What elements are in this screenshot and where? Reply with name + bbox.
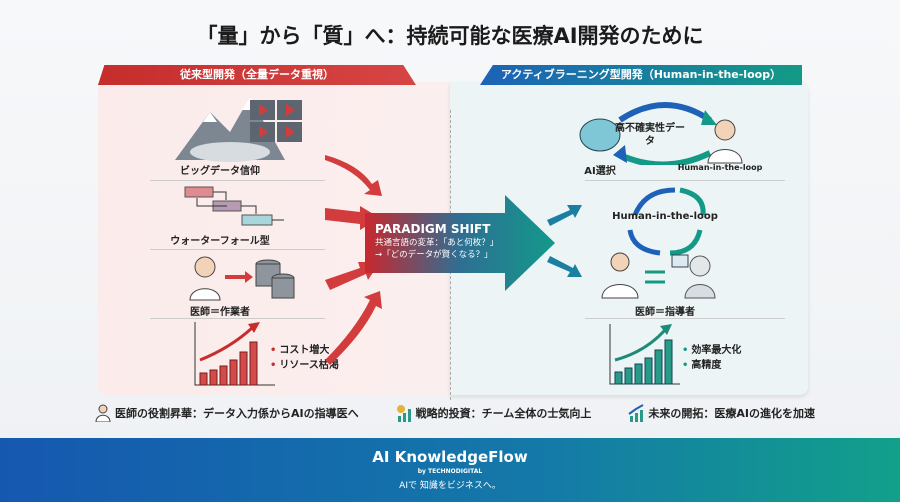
separator (150, 249, 325, 250)
shift-title: PARADIGM SHIFT (375, 222, 491, 236)
bullet-resource: リソース枯渇 (279, 360, 339, 371)
hitl-cycle-arrows (627, 187, 706, 256)
separator (585, 180, 785, 181)
brand-tagline: AIで 知識をビジネスへ。 (399, 481, 501, 491)
left-bullets: •コスト増大 •リソース枯渇 (270, 345, 339, 371)
hitl-label-1: Human-in-the-loop (677, 163, 763, 172)
separator (150, 318, 325, 319)
doctor-ai-robot-icon (601, 252, 716, 299)
ai-selection-label: AI選択 (584, 166, 616, 177)
hitl-label-2: Human-in-the-loop (612, 211, 718, 222)
paradigm-shift-arrow (365, 195, 555, 291)
right-bullets: •効率最大化 •高精度 (682, 345, 742, 371)
active-learning-cycle-icon (579, 102, 743, 165)
paradigm-shift-text: PARADIGM SHIFT 共通言語の変革：「あと何枚？」 →「どのデータが賢… (365, 222, 499, 260)
separator (150, 180, 325, 181)
cost-chart-icon (194, 322, 275, 386)
doctor-mentor-label: 医師＝指導者 (635, 307, 695, 318)
label-doctor-worker: 医師＝作業者 (190, 307, 250, 318)
tired-doctor-database-icon (189, 256, 295, 301)
key-benefits: 医師の役割昇華：データ入力係からAIの指導医へ 戦略的投資：チーム全体の士気向上… (95, 404, 815, 422)
shift-line2: →「どのデータが賢くなる？」 (375, 250, 493, 260)
bullet-accuracy: 高精度 (691, 360, 722, 371)
footer-banner: AI KnowledgeFlow by TECHNODIGITAL AIで 知識… (0, 438, 900, 502)
bullet-efficiency: 効率最大化 (691, 345, 742, 356)
benefit-item: 戦略的投資：チーム全体の士気向上 (396, 404, 591, 422)
mountain-video-icon (175, 97, 302, 162)
high-uncertainty-data-label: 高不確実性データ (615, 123, 685, 147)
shift-line1: 共通言語の変革：「あと何枚？」 (375, 238, 499, 248)
traditional-header: 従来型開発（全量データ重視） (98, 65, 416, 85)
diverging-teal-arrows (547, 205, 582, 277)
bullet-cost: コスト増大 (279, 345, 330, 356)
page-title: 「量」から「質」へ：持続可能な医療AI開発のために (196, 24, 704, 48)
doctor-icon (95, 404, 111, 422)
growth-chart-icon (628, 404, 644, 422)
efficiency-chart-icon (609, 324, 680, 385)
brand-name: AI KnowledgeFlow (372, 448, 528, 466)
benefit-item: 未来の開拓：医療AIの進化を加速 (628, 404, 815, 422)
coin-chart-icon (396, 405, 411, 422)
waterfall-icon (184, 186, 284, 226)
label-big-data: ビッグデータ信仰 (180, 166, 260, 177)
brand-by: by TECHNODIGITAL (417, 468, 483, 475)
label-waterfall: ウォーターフォール型 (170, 236, 270, 247)
separator (585, 318, 785, 319)
active-learning-header: アクティブラーニング型開発（Human-in-the-loop） (480, 65, 802, 85)
benefit-item: 医師の役割昇華：データ入力係からAIの指導医へ (95, 404, 359, 422)
